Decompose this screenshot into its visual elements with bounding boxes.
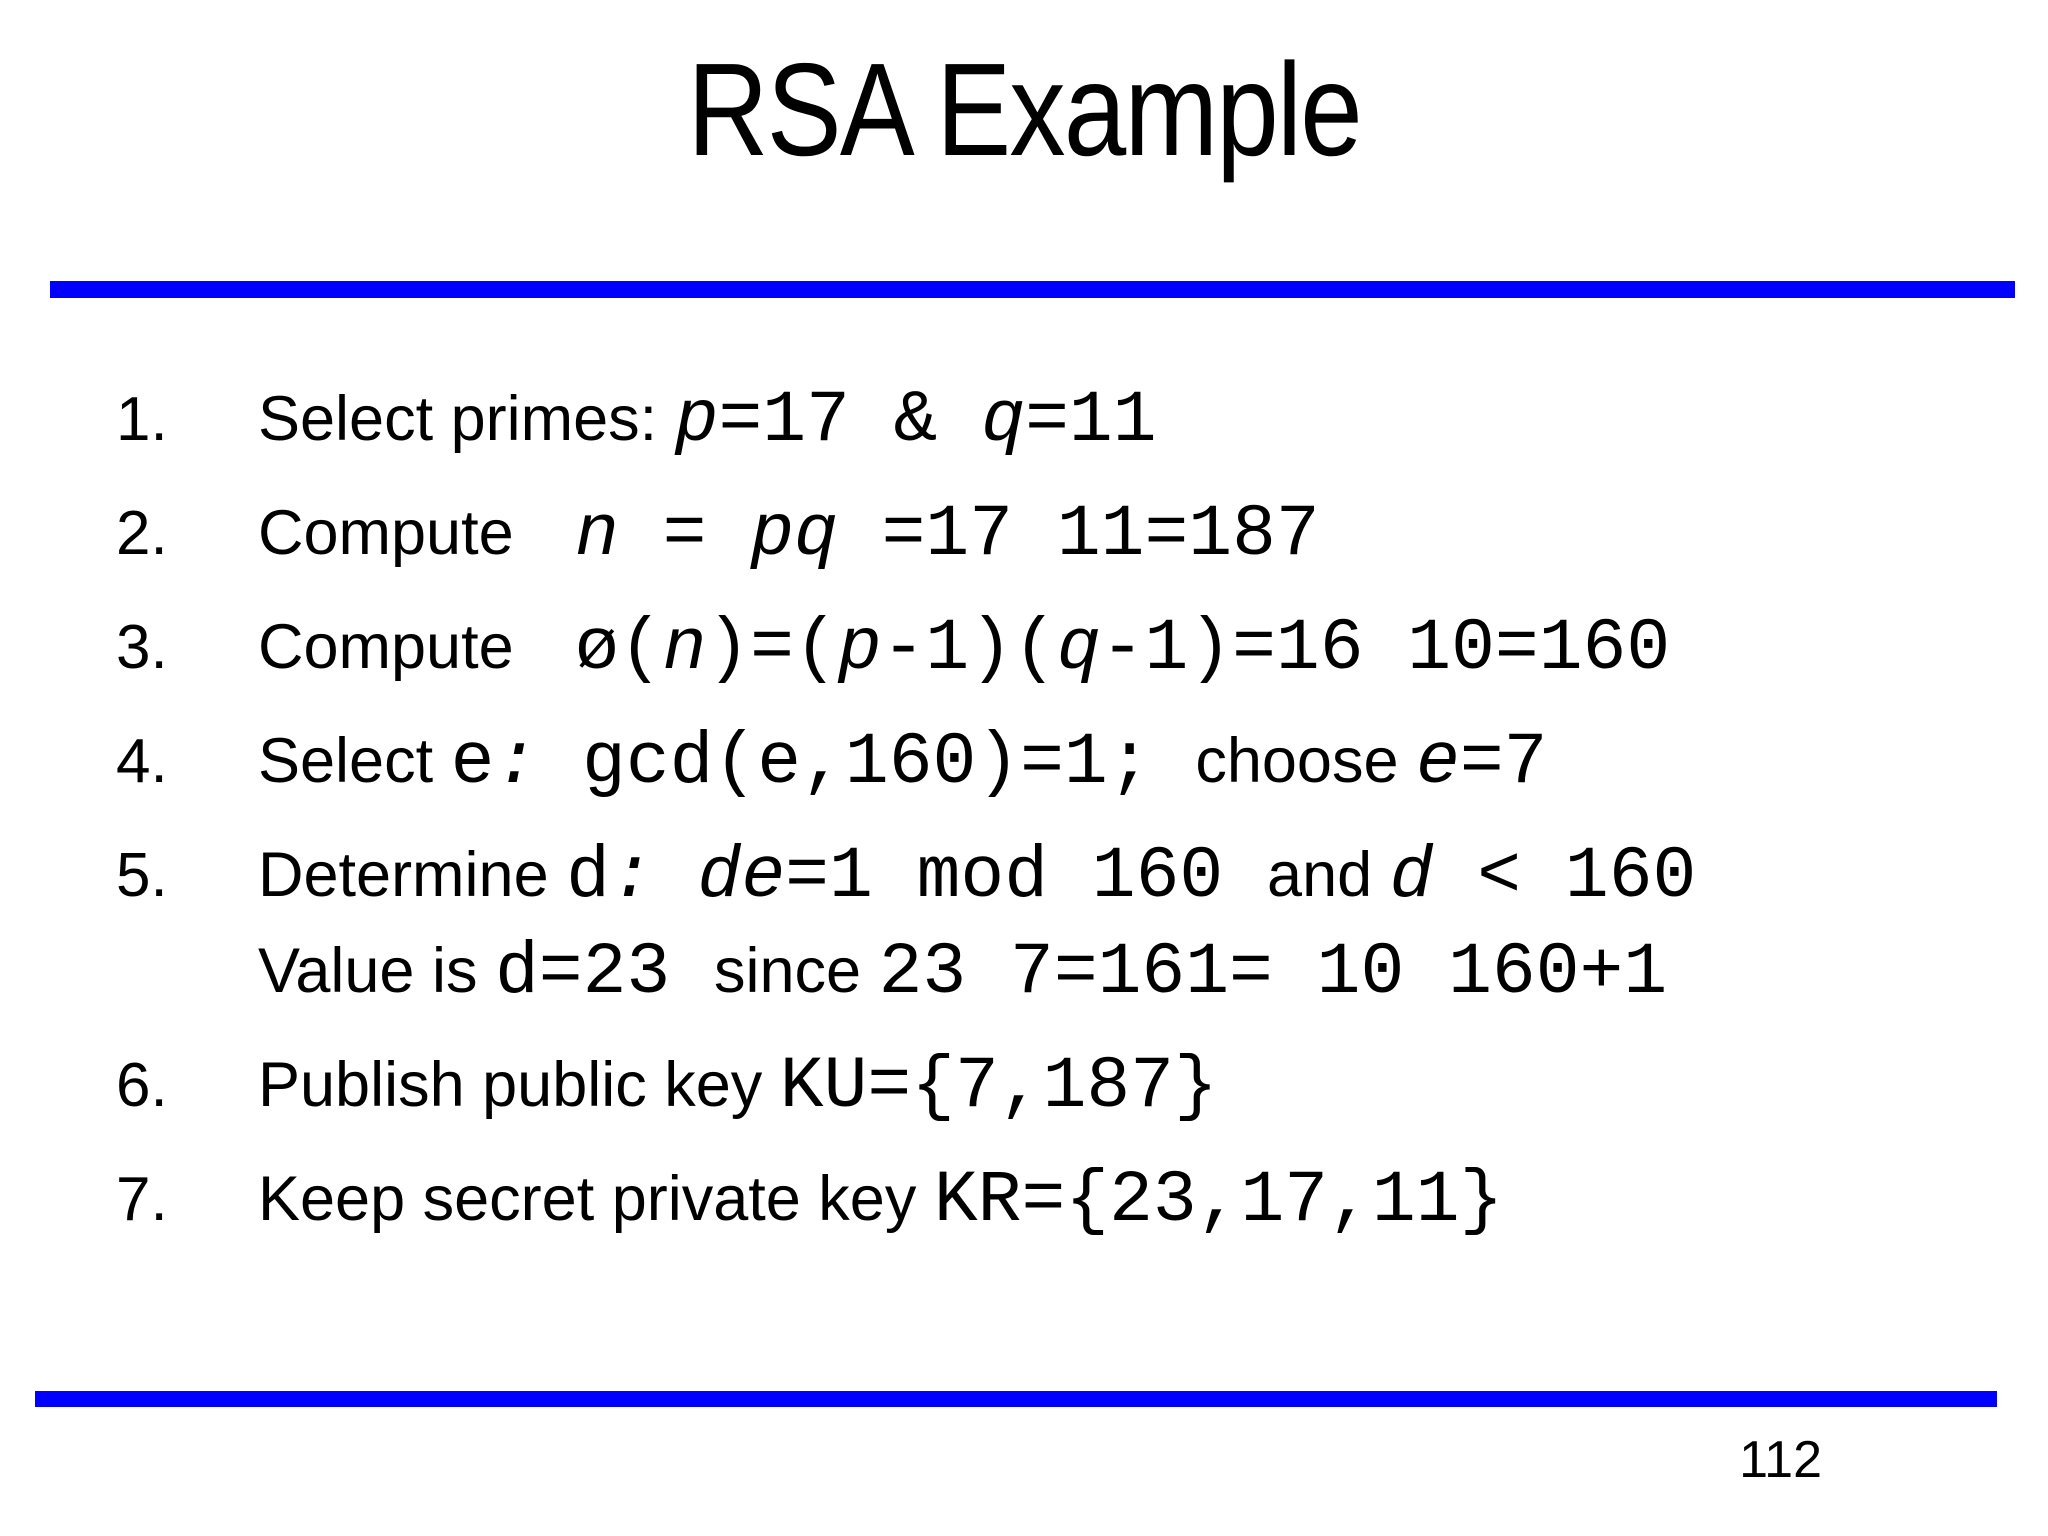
- list-item-content: Publish public key KU={7,187}: [258, 1038, 2008, 1134]
- list-item-number: 3.: [116, 613, 168, 682]
- list-item: 7. Keep secret private key KR={23,17,11}: [100, 1152, 2008, 1248]
- math-text: < 160: [1433, 835, 1697, 918]
- list-item-content: Keep secret private key KR={23,17,11}: [258, 1152, 2008, 1248]
- text-segment: Keep secret private key: [258, 1164, 934, 1234]
- list-item: 3. Compute ø(n)=(p-1)(q-1)=16 10=160: [100, 600, 2008, 696]
- math-variable: q: [1056, 607, 1101, 690]
- list-item-line: Keep secret private key KR={23,17,11}: [258, 1152, 2008, 1248]
- math-variable: : de: [609, 835, 786, 918]
- list-item-number: 7.: [116, 1165, 168, 1234]
- math-text: 23 7=161= 10 160+1: [878, 931, 1668, 1014]
- list-item-number: 4.: [116, 727, 168, 796]
- math-text: gcd(e,160)=1;: [582, 721, 1196, 804]
- list-item-content: Determine d: de=1 mod 160 and d < 160 Va…: [258, 828, 2008, 1020]
- text-segment: Select: [258, 726, 451, 796]
- list-item-number: 5.: [116, 841, 168, 910]
- list-item-line: Compute ø(n)=(p-1)(q-1)=16 10=160: [258, 600, 2008, 696]
- math-variable: :: [494, 721, 583, 804]
- text-segment: and: [1267, 840, 1390, 910]
- list-item-line: Select primes: p=17 & q=11: [258, 372, 2008, 468]
- math-text: -1)=16 10=160: [1100, 607, 1671, 690]
- math-variable: p: [674, 379, 719, 462]
- text-segment: Compute: [258, 498, 532, 568]
- list-item-line: Compute n = pq =17 11=187: [258, 486, 2008, 582]
- list-item: 2. Compute n = pq =17 11=187: [100, 486, 2008, 582]
- math-text: e: [450, 721, 495, 804]
- list-item-line: Determine d: de=1 mod 160 and d < 160: [258, 828, 2008, 924]
- bottom-divider: [35, 1391, 1997, 1407]
- text-segment: Determine: [258, 840, 567, 910]
- list-item-number: 2.: [116, 499, 168, 568]
- math-variable: d: [1389, 835, 1434, 918]
- math-text: =1 mod 160: [785, 835, 1268, 918]
- text-segment: choose: [1195, 726, 1417, 796]
- list-item: 6. Publish public key KU={7,187}: [100, 1038, 2008, 1134]
- math-text: -1)(: [881, 607, 1057, 690]
- text-segment: Select primes:: [258, 384, 675, 454]
- math-text: KR={23,17,11}: [933, 1159, 1504, 1242]
- math-variable: n: [531, 493, 619, 576]
- list-item-number: 6.: [116, 1051, 168, 1120]
- math-text: =17 &: [718, 379, 982, 462]
- page-number: 112: [1739, 1431, 1822, 1489]
- math-text: d: [566, 835, 610, 918]
- math-text: d=23: [494, 931, 715, 1014]
- math-text: =17 11=187: [837, 493, 1320, 576]
- list-item: 1. Select primes: p=17 & q=11: [100, 372, 2008, 468]
- math-variable: pq: [750, 493, 838, 576]
- list-item: 4. Select e: gcd(e,160)=1; choose e=7: [100, 714, 2008, 810]
- math-variable: q: [981, 379, 1026, 462]
- math-text: =11: [1025, 379, 1157, 462]
- slide-title: RSA Example: [0, 30, 2048, 190]
- list-item-line: Publish public key KU={7,187}: [258, 1038, 2008, 1134]
- text-segment: since: [714, 936, 879, 1006]
- math-text: =: [618, 493, 751, 576]
- top-divider: [50, 281, 2015, 298]
- math-text: )=(: [706, 607, 838, 690]
- list-item-line: Select e: gcd(e,160)=1; choose e=7: [258, 714, 2008, 810]
- list-item-content: Compute ø(n)=(p-1)(q-1)=16 10=160: [258, 600, 2008, 696]
- text-segment: Publish public key: [258, 1050, 780, 1120]
- math-text: ø(: [531, 607, 663, 690]
- math-variable: p: [837, 607, 882, 690]
- list-item-content: Select e: gcd(e,160)=1; choose e=7: [258, 714, 2008, 810]
- text-segment: Value is: [258, 936, 495, 1006]
- math-variable: n: [662, 607, 707, 690]
- slide-title-text: RSA Example: [687, 36, 1362, 183]
- numbered-list: 1. Select primes: p=17 & q=11 2. Compute…: [100, 372, 2008, 1266]
- list-item-content: Select primes: p=17 & q=11: [258, 372, 2008, 468]
- math-text: =7: [1459, 721, 1548, 804]
- list-item-line: Value is d=23 since 23 7=161= 10 160+1: [258, 924, 2008, 1020]
- math-text: KU={7,187}: [779, 1045, 1218, 1128]
- math-variable: e: [1416, 721, 1460, 804]
- list-item-number: 1.: [116, 385, 168, 454]
- text-segment: Compute: [258, 612, 532, 682]
- list-item: 5. Determine d: de=1 mod 160 and d < 160…: [100, 828, 2008, 1020]
- list-item-content: Compute n = pq =17 11=187: [258, 486, 2008, 582]
